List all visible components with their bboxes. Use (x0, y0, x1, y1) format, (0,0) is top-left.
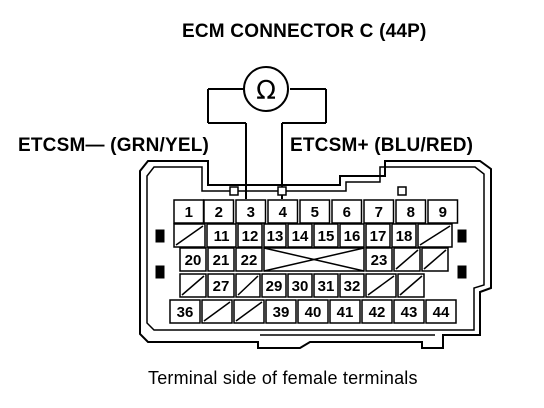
terminal-number: 21 (213, 252, 230, 269)
terminal-number: 32 (344, 278, 361, 295)
terminal-number: 18 (396, 228, 413, 245)
terminal-number: 7 (375, 204, 383, 221)
terminal-cell (261, 273, 287, 298)
terminal-cell (393, 299, 425, 324)
terminal-cell (265, 299, 297, 324)
terminal-number: 2 (215, 204, 223, 221)
terminal-number: 27 (213, 278, 230, 295)
blank-cavity-slash (237, 275, 259, 296)
terminal-number: 42 (369, 304, 386, 321)
caption: Terminal side of female terminals (148, 368, 418, 388)
terminal-number: 11 (214, 228, 230, 245)
terminal-cell (365, 247, 393, 272)
terminal-cell (169, 299, 201, 324)
terminal-number: 5 (311, 204, 319, 221)
terminal-number: 43 (401, 304, 418, 321)
terminal-cell (339, 273, 365, 298)
probe-positive-label: ETCSM+ (BLU/RED) (290, 135, 474, 156)
terminal-cell (363, 199, 395, 224)
terminal-number: 13 (267, 228, 284, 245)
terminal-number: 1 (185, 204, 193, 221)
terminal-cell (207, 273, 235, 298)
blank-cavity-slash (203, 301, 231, 322)
blank-cavity-slash (395, 249, 419, 270)
terminal-number: 23 (371, 252, 388, 269)
terminal-cell (179, 247, 207, 272)
terminal-cell (207, 247, 235, 272)
terminal-cell (361, 299, 393, 324)
terminal-cell (203, 199, 235, 224)
terminal-number: 9 (439, 204, 447, 221)
terminal-cell (391, 223, 417, 248)
terminal-cell (313, 223, 339, 248)
blank-cavity-cross (263, 247, 365, 272)
terminal-number: 8 (407, 204, 415, 221)
terminal-cell (339, 223, 365, 248)
terminal-number: 4 (279, 204, 288, 221)
ohm-symbol: Ω (256, 76, 276, 106)
terminal-number: 40 (305, 304, 322, 321)
terminal-number: 29 (266, 278, 283, 295)
ohm-meter-icon (243, 66, 289, 112)
connector-housing (139, 160, 492, 349)
blank-cavity-slash (423, 249, 447, 270)
blank-cavity-slash (367, 275, 395, 296)
terminal-number: 12 (242, 228, 259, 245)
terminal-cell (299, 199, 331, 224)
terminal-number: 36 (177, 304, 194, 321)
blank-cavity-slash (175, 225, 204, 246)
terminal-cell (365, 223, 391, 248)
terminal-cell (237, 223, 263, 248)
terminal-cell (313, 273, 339, 298)
terminal-number: 41 (337, 304, 354, 321)
terminal-number: 14 (292, 228, 309, 245)
terminal-number: 22 (241, 252, 258, 269)
ohmmeter: Ω (207, 66, 327, 199)
terminal-cell (395, 199, 427, 224)
terminal-number: 15 (318, 228, 335, 245)
terminal-cell (287, 273, 313, 298)
terminal-cell (235, 247, 263, 272)
terminal-cell (427, 199, 459, 224)
blank-cavity-slash (235, 301, 263, 322)
connector-title: ECM CONNECTOR C (44P) (182, 21, 427, 42)
terminal-cell (267, 199, 299, 224)
terminal-number: 31 (318, 278, 335, 295)
blank-cavity-slash (399, 275, 423, 296)
terminal-cell (329, 299, 361, 324)
terminal-cell (425, 299, 457, 324)
terminal-number: 30 (292, 278, 309, 295)
terminal-number: 39 (273, 304, 290, 321)
terminal-cell (287, 223, 313, 248)
terminal-number: 44 (433, 304, 450, 321)
terminal-cell (263, 223, 287, 248)
blank-cavity-slash (181, 275, 205, 296)
terminal-cell (331, 199, 363, 224)
terminal-number: 16 (344, 228, 361, 245)
terminal-number: 3 (247, 204, 255, 221)
terminal-cell (235, 199, 267, 224)
terminal-cell (206, 223, 237, 248)
blank-cavity-slash (419, 225, 451, 246)
terminal-number: 20 (185, 252, 202, 269)
terminal-cell (297, 299, 329, 324)
terminal-number: 6 (343, 204, 351, 221)
terminal-number: 17 (370, 228, 387, 245)
probe-negative-label: ETCSM— (GRN/YEL) (18, 135, 210, 156)
